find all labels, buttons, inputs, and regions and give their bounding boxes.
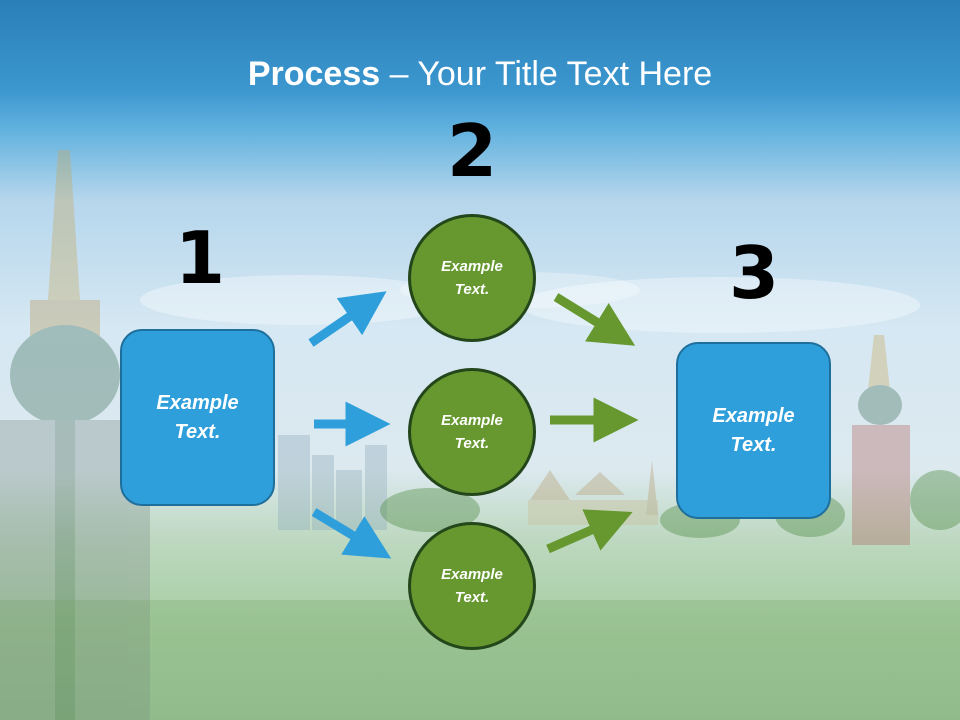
arrow-circle-top-to-box3 (553, 293, 636, 346)
process-box-right-label: Example Text. (712, 404, 795, 456)
process-circle-bottom: Example Text. (408, 522, 536, 650)
slide-title: Process – Your Title Text Here (0, 52, 960, 96)
process-box-left-label: Example Text. (156, 391, 239, 443)
process-circle-middle: Example Text. (408, 368, 536, 496)
process-circle-middle-label: Example Text. (441, 412, 503, 452)
title-rest: – Your Title Text Here (380, 55, 713, 93)
title-bold: Process (247, 55, 381, 93)
arrow-box1-to-circle-top (308, 291, 387, 347)
arrow-box1-to-circle-bottom (311, 508, 392, 559)
process-circle-bottom-label: Example Text. (441, 566, 503, 606)
process-box-right: Example Text. (676, 342, 831, 519)
arrow-circle-bottom-to-box3 (546, 509, 633, 554)
process-circle-top: Example Text. (408, 214, 536, 342)
process-box-left: Example Text. (120, 329, 275, 506)
step-number-2: 2 (446, 109, 498, 193)
step-number-3: 3 (728, 231, 780, 315)
step-number-1: 1 (174, 216, 226, 300)
process-circle-top-label: Example Text. (441, 258, 503, 298)
